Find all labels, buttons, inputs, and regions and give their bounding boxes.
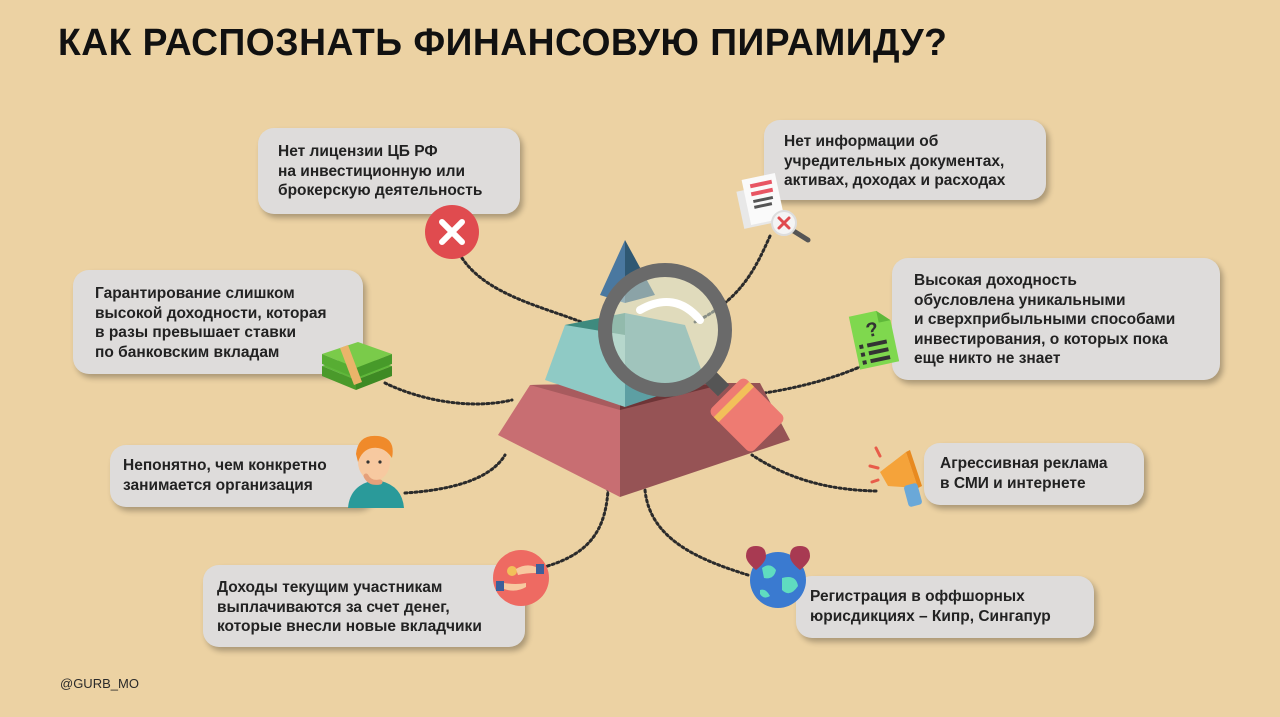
thinking-person-icon xyxy=(348,435,404,508)
money-stack-icon xyxy=(322,342,392,390)
sign-text: Гарантирование слишком высокой доходност… xyxy=(95,285,327,361)
question-document-icon: ? xyxy=(848,310,900,370)
megaphone-icon xyxy=(868,446,922,507)
sign-text: Непонятно, чем конкретно занимается орга… xyxy=(123,457,327,494)
globe-pins-icon xyxy=(746,546,810,608)
hand-coin-icon xyxy=(493,550,549,606)
svg-text:?: ? xyxy=(864,318,881,342)
sign-text: Доходы текущим участникам выплачиваются … xyxy=(217,579,482,635)
sign-card-ponzi-payments: Доходы текущим участникам выплачиваются … xyxy=(203,565,525,647)
document-search-icon xyxy=(736,172,811,243)
author-handle: @GURB_MO xyxy=(60,676,139,691)
sign-text: Агрессивная реклама в СМИ и интернете xyxy=(940,455,1108,492)
pyramid-magnifier-illustration xyxy=(498,240,790,497)
sign-text: Нет лицензии ЦБ РФ на инвестиционную или… xyxy=(278,143,483,199)
sign-card-offshore: Регистрация в оффшорных юрисдикциях – Ки… xyxy=(796,576,1094,638)
sign-text: Регистрация в оффшорных юрисдикциях – Ки… xyxy=(810,588,1051,625)
sign-card-aggressive-ads: Агрессивная реклама в СМИ и интернете xyxy=(924,443,1144,505)
page-title: КАК РАСПОЗНАТЬ ФИНАНСОВУЮ ПИРАМИДУ? xyxy=(58,22,948,64)
sign-card-unclear-business: Непонятно, чем конкретно занимается орга… xyxy=(110,445,372,507)
sign-text: Высокая доходность обусловлена уникальны… xyxy=(914,272,1176,367)
sign-card-unique-methods: Высокая доходность обусловлена уникальны… xyxy=(892,258,1220,380)
sign-card-no-info: Нет информации об учредительных документ… xyxy=(764,120,1046,200)
sign-card-no-license: Нет лицензии ЦБ РФ на инвестиционную или… xyxy=(258,128,520,214)
sign-card-guaranteed-return: Гарантирование слишком высокой доходност… xyxy=(73,270,363,374)
x-circle-icon xyxy=(425,205,479,259)
sign-text: Нет информации об учредительных документ… xyxy=(784,133,1006,189)
